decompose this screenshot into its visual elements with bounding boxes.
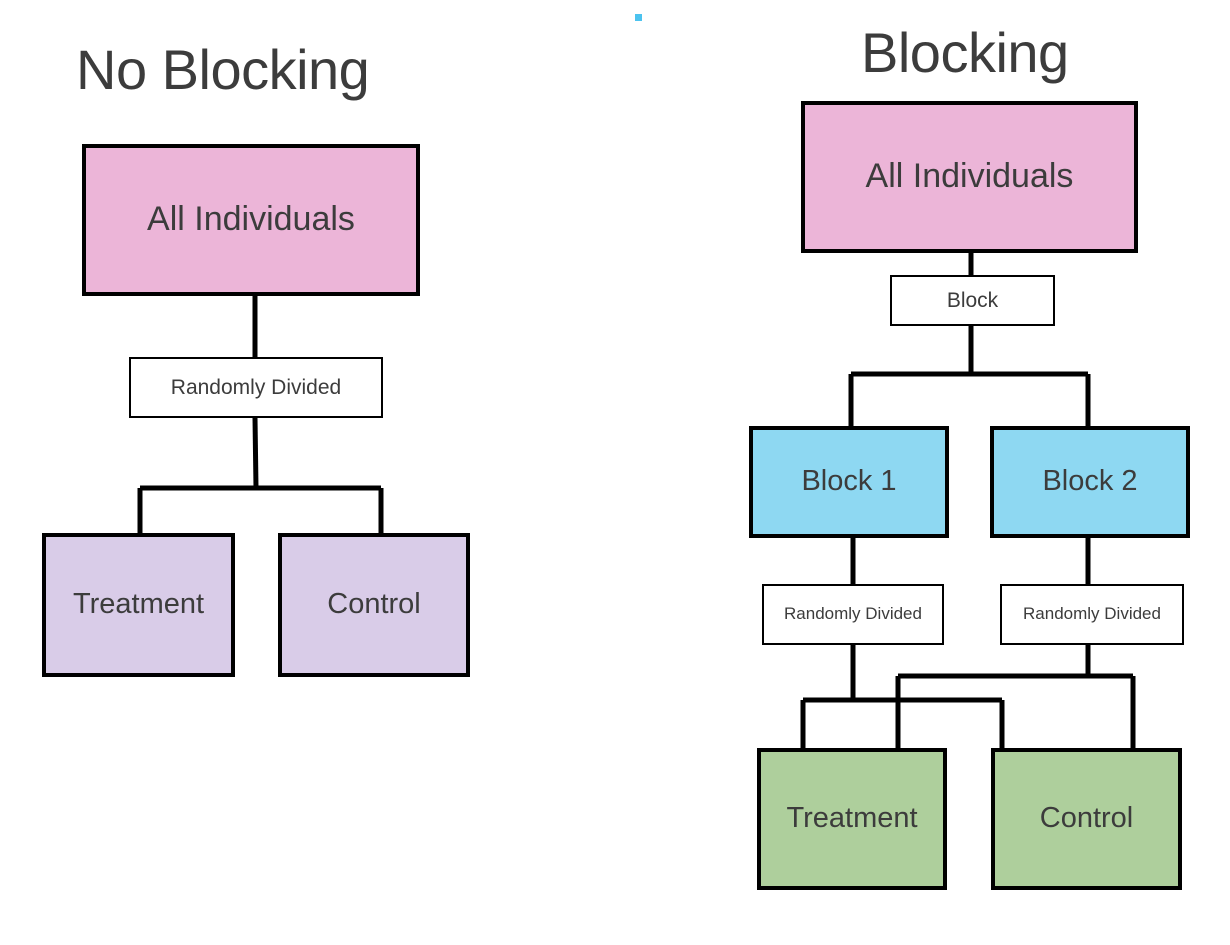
node-treatment-no-blocking: Treatment [42, 533, 235, 677]
node-label: Treatment [72, 588, 205, 621]
node-control-no-blocking: Control [278, 533, 470, 677]
node-label: Randomly Divided [784, 604, 922, 624]
node-label: Block 2 [1042, 465, 1138, 498]
node-block-1: Block 1 [749, 426, 949, 538]
node-label: Randomly Divided [170, 375, 342, 399]
node-all-individuals-no-blocking: All Individuals [82, 144, 420, 296]
node-label: All Individuals [865, 157, 1074, 196]
node-control-blocking: Control [991, 748, 1182, 890]
node-block-2: Block 2 [990, 426, 1190, 538]
node-treatment-blocking: Treatment [757, 748, 947, 890]
panel-title-blocking: Blocking [861, 21, 1069, 84]
node-label: All Individuals [147, 200, 355, 239]
node-block: Block [890, 275, 1055, 326]
blue-dot-marker [635, 14, 642, 21]
node-randomly-divided-block-2: Randomly Divided [1000, 584, 1184, 645]
node-all-individuals-blocking: All Individuals [801, 101, 1138, 253]
panel-title-no-blocking: No Blocking [76, 38, 370, 101]
node-label: Block [946, 288, 999, 312]
node-label: Treatment [786, 802, 918, 835]
node-label: Block 1 [801, 465, 897, 498]
node-label: Randomly Divided [1023, 604, 1161, 624]
node-randomly-divided-no-blocking: Randomly Divided [129, 357, 383, 418]
node-randomly-divided-block-1: Randomly Divided [762, 584, 944, 645]
node-label: Control [327, 588, 421, 621]
node-label: Control [1039, 802, 1134, 835]
edge-randomly-stem [252, 417, 259, 489]
